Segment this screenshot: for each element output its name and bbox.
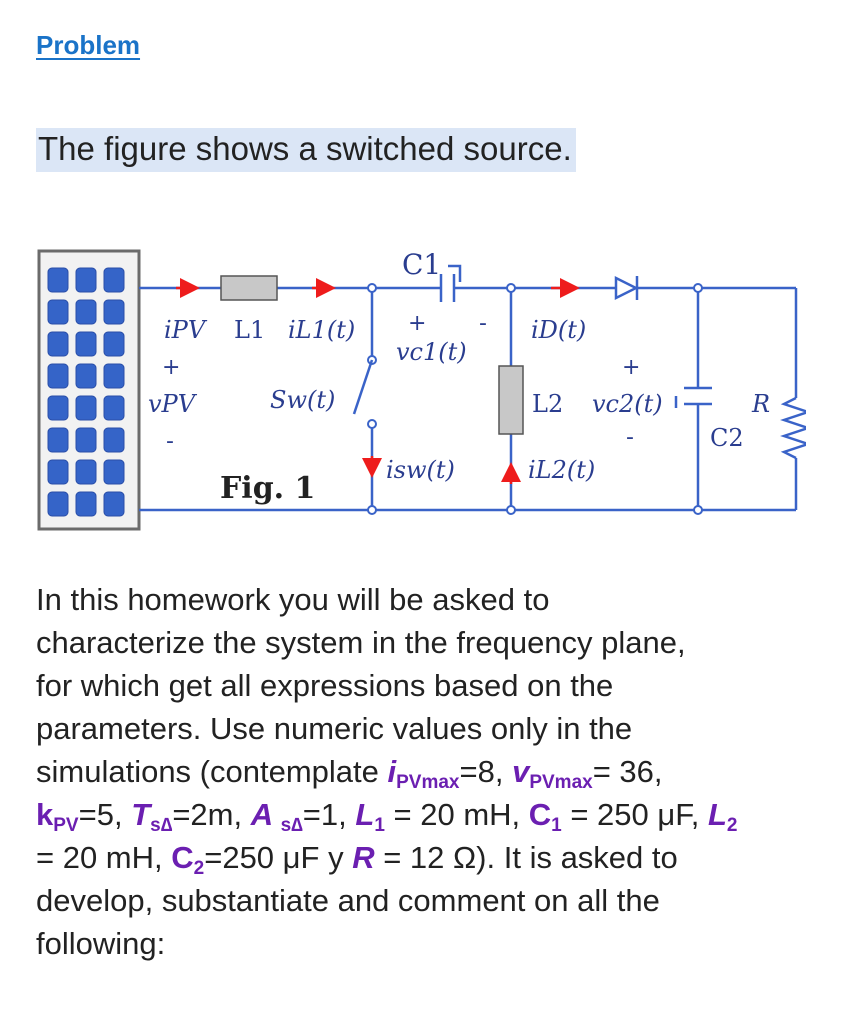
label-plus1: +	[408, 311, 426, 336]
body-line: for which get all expressions based on t…	[36, 668, 614, 703]
label-l2: L2	[532, 390, 563, 418]
label-vc2: vc2(t)	[592, 390, 663, 418]
label-il2: iL2(t)	[528, 456, 595, 484]
label-isw: isw(t)	[386, 456, 455, 484]
param-ts: Ts∆	[131, 797, 173, 836]
label-plus2: +	[622, 355, 640, 380]
intro-text: The figure shows a switched source.	[36, 128, 576, 172]
label-vpv: vPV	[148, 390, 198, 418]
label-minus2: -	[626, 425, 634, 450]
param-ipv: iPVmax	[387, 754, 460, 793]
solar-panel	[37, 249, 141, 531]
param-c2: C2	[171, 840, 205, 879]
figure-caption: Fig. 1	[220, 471, 315, 506]
problem-link[interactable]: Problem	[36, 30, 141, 60]
param-vpv: vPVmax	[512, 754, 593, 793]
body-line: develop, substantiate and comment on all…	[36, 883, 660, 918]
label-plus-pv: +	[162, 355, 180, 380]
param-l1: L1	[355, 797, 385, 836]
circuit-diagram: C1 + - vc1(t) iPV L1 iL1(t) + vPV - Sw(t…	[37, 248, 806, 531]
param-r: R	[352, 840, 375, 875]
label-id: iD(t)	[531, 316, 586, 344]
body-line-params-2: kPV=5, Ts∆=2m, A s∆=1, L1 = 20 mH, C1 = …	[36, 797, 738, 836]
resistor-r	[780, 396, 806, 460]
body-line: parameters. Use numeric values only in t…	[36, 711, 633, 746]
label-vc1: vc1(t)	[396, 338, 467, 366]
body-line: In this homework you will be asked to	[36, 582, 550, 617]
capacitor-c2	[674, 386, 712, 408]
switch-sw	[352, 359, 374, 415]
body-line: characterize the system in the frequency…	[36, 625, 686, 660]
label-r: R	[751, 390, 770, 418]
capacitor-c1	[439, 264, 462, 302]
circuit-nodes	[367, 283, 703, 515]
label-l1: L1	[234, 316, 265, 344]
label-minus-pv: -	[166, 429, 174, 454]
param-kpv: kPV	[36, 797, 79, 836]
label-c2: C2	[710, 424, 744, 452]
body-line: following:	[36, 926, 166, 961]
diode	[614, 275, 646, 301]
label-il1: iL1(t)	[288, 316, 355, 344]
param-c1: C1	[528, 797, 562, 836]
current-arrows	[176, 278, 580, 484]
param-l2: L2	[707, 797, 738, 836]
label-c1: C1	[402, 248, 441, 281]
inductor-l2	[498, 365, 524, 435]
inductor-l1	[220, 275, 278, 301]
body-line-params-1: simulations (contemplate iPVmax=8, vPVma…	[36, 754, 663, 793]
label-sw: Sw(t)	[270, 386, 335, 414]
body-line-params-3: = 20 mH, C2=250 μF y R = 12 Ω). It is as…	[36, 840, 678, 879]
label-ipv: iPV	[164, 316, 208, 344]
circuit-wires	[139, 286, 798, 512]
body-text: In this homework you will be asked to ch…	[36, 578, 826, 965]
label-minus1: -	[479, 311, 487, 336]
param-as: A s∆	[250, 797, 303, 836]
